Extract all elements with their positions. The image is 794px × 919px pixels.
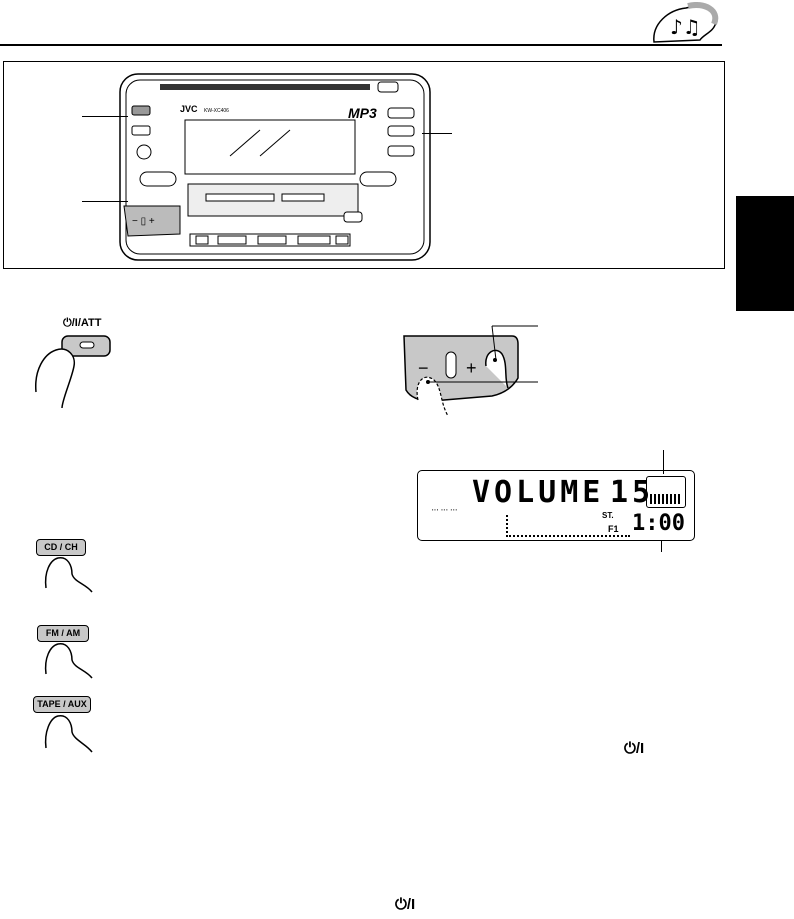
leader-clock-bracket	[636, 540, 688, 541]
brand-label: JVC	[180, 104, 198, 114]
faceplate-illustration: JVC KW-XC406 MP3 − ▯ +	[119, 73, 431, 261]
section-tab	[736, 196, 794, 311]
power-symbol-mid: ⏻/I	[624, 740, 645, 757]
leader-power	[82, 116, 128, 117]
leader-volume	[82, 201, 128, 202]
svg-text:♪♫: ♪♫	[670, 15, 701, 39]
lcd-f1: F1	[608, 524, 619, 534]
lcd-main-text: VOLUME	[472, 475, 605, 510]
finger-tape	[44, 715, 93, 753]
header-rule	[0, 44, 722, 46]
power-symbol-bottom: ⏻/I	[395, 896, 416, 913]
finger-cd	[44, 557, 93, 593]
cd-ch-button[interactable]: CD / CH	[36, 539, 86, 556]
lcd-display: VOLUME 15 ▪▪▪ ▪▪▪ ▪▪▪ ST. F1 1:00	[417, 470, 695, 541]
music-notes-icon: ♪♫	[653, 2, 719, 43]
svg-text:− ▯ +: − ▯ +	[132, 216, 155, 227]
leader-source	[422, 133, 452, 134]
eq-bars	[506, 515, 630, 537]
volume-control-illustration[interactable]: − +	[396, 320, 546, 432]
lcd-clock: 1:00	[632, 511, 685, 536]
mp3-label: MP3	[348, 105, 377, 121]
leader-level	[663, 450, 664, 474]
volume-plus: +	[466, 358, 477, 378]
tape-aux-button[interactable]: TAPE / AUX	[33, 696, 91, 713]
model-label: KW-XC406	[204, 108, 229, 114]
lcd-volume-level: 15	[610, 475, 655, 510]
leader-clock	[661, 540, 662, 552]
level-meter	[646, 476, 686, 508]
power-att-label: ⏻/I/ATT	[63, 317, 102, 329]
fm-am-button[interactable]: FM / AM	[37, 625, 89, 642]
faceplate-panel	[3, 61, 725, 269]
volume-minus: −	[418, 358, 429, 378]
lcd-st: ST.	[602, 511, 614, 520]
power-button-illustration[interactable]	[28, 330, 118, 410]
finger-fm	[44, 643, 93, 679]
